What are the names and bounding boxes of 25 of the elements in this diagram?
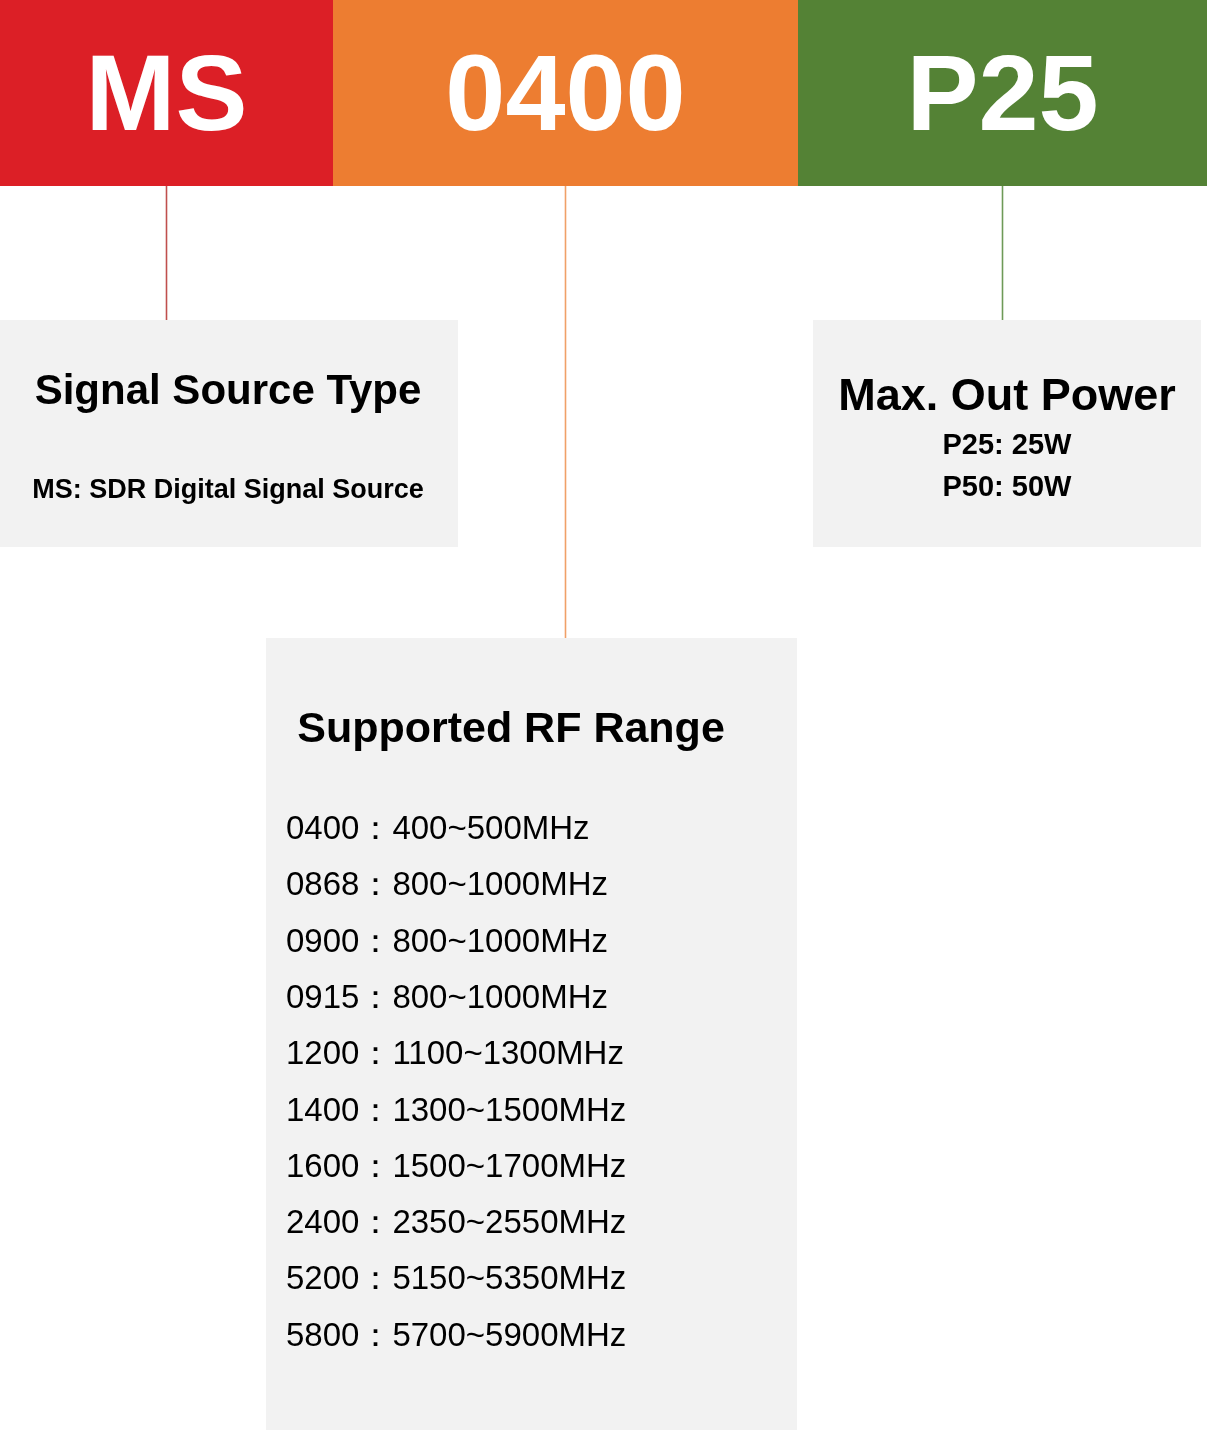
connector-line (165, 185, 168, 321)
box-text: P50: 50W (942, 470, 1072, 504)
list-item: 5200：5150~5350MHz (286, 1259, 627, 1298)
box-heading: Supported RF Range (297, 703, 725, 753)
list-item: 0915：800~1000MHz (286, 977, 608, 1016)
info-box (0, 320, 458, 547)
box-heading: Max. Out Power (838, 369, 1176, 421)
connector-line (1001, 185, 1004, 321)
list-item: 1600：1500~1700MHz (286, 1146, 627, 1185)
box-heading: Signal Source Type (34, 365, 422, 415)
info-box (813, 320, 1201, 547)
list-item: 0868：800~1000MHz (286, 865, 608, 904)
code-segment: MS (0, 0, 333, 186)
list-item: 2400：2350~2550MHz (286, 1203, 627, 1242)
connector-line (564, 185, 567, 639)
list-item: 0400：400~500MHz (286, 809, 590, 847)
list-item: 1200：1100~1300MHz (286, 1034, 624, 1073)
info-box (266, 638, 797, 1430)
box-text: P25: 25W (942, 428, 1072, 462)
list-item: 5800：5700~5900MHz (286, 1315, 627, 1354)
list-item: 0900：800~1000MHz (286, 921, 608, 960)
list-item: 1400：1300~1500MHz (286, 1090, 627, 1129)
code-segment: 0400 (333, 0, 798, 186)
code-segment: P25 (798, 0, 1207, 186)
box-text: MS: SDR Digital Signal Source (32, 474, 424, 506)
